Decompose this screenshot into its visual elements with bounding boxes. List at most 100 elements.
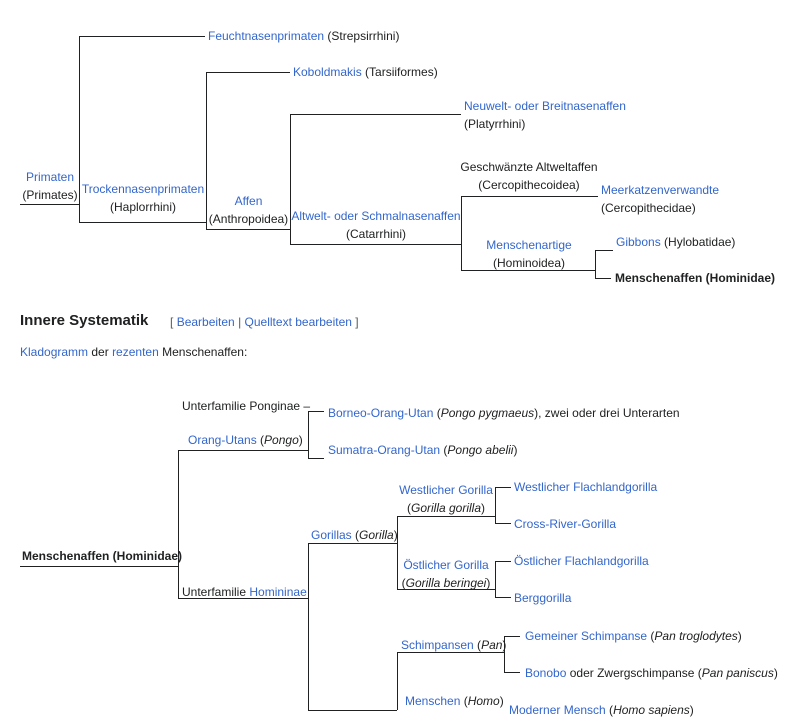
link-meerkatzenverwandte[interactable]: Meerkatzenverwandte [601, 183, 720, 197]
link-menschen[interactable]: Menschen [405, 694, 461, 708]
branch-line [79, 222, 206, 223]
branch-line [495, 561, 511, 562]
section-heading: Innere Systematik [20, 312, 149, 329]
node-homininae: Unterfamilie Homininae [182, 583, 307, 601]
separator: | [238, 315, 242, 329]
link-schimpansen[interactable]: Schimpansen [401, 638, 474, 652]
link-cross-river-gorilla[interactable]: Cross-River-Gorilla [514, 517, 617, 531]
link-oestlicher-flachlandgorilla[interactable]: Östlicher Flachlandgorilla [514, 554, 649, 568]
link-moderner-mensch[interactable]: Moderner Mensch [509, 703, 606, 717]
branch-line [495, 487, 511, 488]
node-primates: Primaten (Primates) [20, 168, 80, 204]
edit-links: [ Bearbeiten | Quelltext bearbeiten ] [170, 313, 359, 331]
node-hominoidea: Menschenartige (Hominoidea) [462, 236, 596, 272]
branch-line [290, 114, 291, 244]
link-altweltaffen[interactable]: Altwelt- oder Schmalnasenaffen [291, 209, 461, 223]
node-gemeiner-schimpanse: Gemeiner Schimpanse (Pan troglodytes) [525, 629, 742, 643]
edit-link[interactable]: Bearbeiten [176, 315, 235, 329]
sci-name: Homo [467, 694, 500, 708]
node-west-gorilla: Westlicher Gorilla (Gorilla gorilla) [399, 483, 493, 515]
node-strepsirrhini: Feuchtnasenprimaten (Strepsirrhini) [208, 27, 399, 45]
link-gorillas[interactable]: Gorillas [311, 528, 352, 542]
link-neuweltaffen[interactable]: Neuwelt- oder Breitnasenaffen [464, 99, 626, 113]
node-menschen: Menschen (Homo) [405, 694, 504, 708]
link-gibbons[interactable]: Gibbons [616, 235, 661, 249]
branch-line [397, 652, 504, 653]
node-gorillas: Gorillas (Gorilla) [311, 528, 398, 542]
node-catarrhini: Altwelt- oder Schmalnasenaffen (Catarrhi… [290, 207, 462, 243]
branch-line [461, 270, 595, 271]
node-ost-gorilla: Östlicher Gorilla (Gorilla beringei) [401, 558, 491, 590]
node-haplorrhini: Trockennasenprimaten (Haplorrhini) [80, 180, 206, 216]
sci-name: Pan [481, 638, 503, 652]
sci-name: (Strepsirrhini) [327, 29, 400, 43]
sci-name: Pongo abelii [447, 443, 514, 457]
link-rezenten[interactable]: rezenten [112, 345, 159, 359]
node-cross-river: Cross-River-Gorilla [514, 515, 616, 533]
sci-name: (Cercopithecoidea) [478, 178, 580, 192]
branch-line [595, 250, 613, 251]
branch-line [308, 411, 324, 412]
sci-name: (Catarrhini) [345, 227, 406, 241]
link-trockennasenprimaten[interactable]: Trockennasenprimaten [81, 182, 205, 196]
link-orang-utans[interactable]: Orang-Utans [188, 433, 257, 447]
link-gemeiner-schimpanse[interactable]: Gemeiner Schimpanse [525, 629, 648, 643]
sci-name: (Haplorrhini) [109, 200, 177, 214]
link-feuchtnasenprimaten[interactable]: Feuchtnasenprimaten [208, 29, 325, 43]
branch-line [504, 672, 520, 673]
branch-line [206, 229, 290, 230]
sci-name: Pongo [264, 433, 299, 447]
sci-name: Pan troglodytes [654, 629, 738, 643]
link-westlicher-flachlandgorilla[interactable]: Westlicher Flachlandgorilla [514, 480, 658, 494]
link-borneo-orang-utan[interactable]: Borneo-Orang-Utan [328, 406, 434, 420]
node-bonobo: Bonobo oder Zwergschimpanse (Pan paniscu… [525, 666, 778, 680]
branch-line [504, 636, 505, 672]
branch-line [461, 196, 462, 270]
sci-name: Pongo pygmaeus [440, 406, 535, 420]
ponginae-label: Unterfamilie Ponginae – [182, 399, 311, 413]
node-tarsiiformes: Koboldmakis (Tarsiiformes) [293, 63, 438, 81]
branch-line [595, 250, 596, 278]
link-oestlicher-gorilla[interactable]: Östlicher Gorilla [403, 558, 489, 572]
link-menschenartige[interactable]: Menschenartige [486, 238, 572, 252]
branch-line [178, 450, 179, 599]
sci-name: (Platyrrhini) [464, 117, 526, 131]
link-bonobo[interactable]: Bonobo [525, 666, 567, 680]
branch-line [178, 450, 308, 451]
link-affen[interactable]: Affen [234, 194, 263, 208]
sci-name: (Hylobatidae) [664, 235, 736, 249]
sci-name: (Hominoidea) [492, 256, 566, 270]
link-koboldmakis[interactable]: Koboldmakis [293, 65, 362, 79]
node-moderner-mensch: Moderner Mensch (Homo sapiens) [509, 703, 694, 717]
link-kladogramm[interactable]: Kladogramm [20, 345, 89, 359]
branch-line [397, 516, 495, 517]
sci-name: Pan paniscus [701, 666, 774, 680]
sci-name: (Anthropoidea) [208, 212, 289, 226]
link-homininae[interactable]: Homininae [249, 585, 307, 599]
node-borneo: Borneo-Orang-Utan (Pongo pygmaeus), zwei… [328, 406, 680, 420]
branch-line [461, 196, 598, 197]
node-cercopithecidae: Meerkatzenverwandte (Cercopithecidae) [601, 181, 719, 217]
link-primaten[interactable]: Primaten [25, 170, 75, 184]
clade-name: Geschwänzte Altweltaffen [460, 160, 598, 174]
intro-word: der [91, 345, 109, 359]
node-anthropoidea: Affen (Anthropoidea) [207, 192, 290, 228]
branch-line [504, 636, 520, 637]
bracket-open: [ [170, 315, 174, 329]
node-orangutans: Orang-Utans (Pongo) [188, 433, 303, 447]
branch-line [79, 36, 205, 37]
node-sumatra: Sumatra-Orang-Utan (Pongo abelii) [328, 443, 518, 457]
sci-name: (Tarsiiformes) [365, 65, 438, 79]
link-berggorilla[interactable]: Berggorilla [514, 591, 572, 605]
link-westlicher-gorilla[interactable]: Westlicher Gorilla [399, 483, 493, 497]
branch-line [397, 652, 398, 710]
node-platyrrhini: Neuwelt- oder Breitnasenaffen (Platyrrhi… [464, 97, 626, 133]
branch-line [20, 566, 178, 567]
sci-name: Gorilla [359, 528, 394, 542]
node-west-flachland: Westlicher Flachlandgorilla [514, 478, 657, 496]
branch-line [20, 204, 79, 205]
intro-text: Kladogramm der rezenten Menschenaffen: [20, 343, 247, 361]
link-sumatra-orang-utan[interactable]: Sumatra-Orang-Utan [328, 443, 441, 457]
edit-source-link[interactable]: Quelltext bearbeiten [244, 315, 352, 329]
node-cercopithecoidea: Geschwänzte Altweltaffen (Cercopithecoid… [458, 158, 600, 194]
